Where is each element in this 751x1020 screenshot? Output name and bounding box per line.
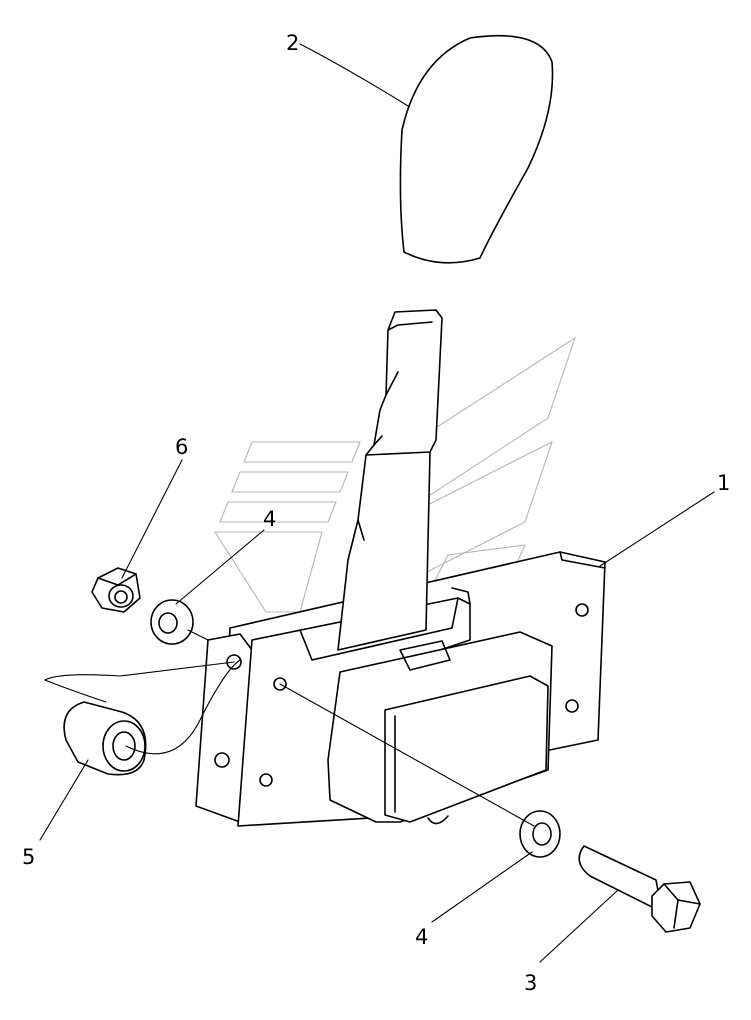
leader-2 xyxy=(299,43,409,107)
leader-6 xyxy=(121,459,183,579)
part-4-washer-upper xyxy=(150,599,194,645)
part-1-lever xyxy=(337,309,443,651)
part-3-bolt xyxy=(578,845,701,933)
callout-3: 3 xyxy=(524,971,537,995)
callout-1: 1 xyxy=(717,471,730,495)
part-1-switch-box xyxy=(327,631,553,825)
callout-5: 5 xyxy=(22,845,35,869)
callout-labels: 2 1 6 4 5 4 3 xyxy=(22,31,730,995)
part-2-knob xyxy=(399,34,554,264)
part-5-bushing xyxy=(63,701,147,776)
assembly-lines xyxy=(43,629,535,827)
leader-5 xyxy=(39,759,89,841)
leader-4-lower xyxy=(431,851,533,923)
callout-4-upper: 4 xyxy=(263,507,276,531)
callout-4-lower: 4 xyxy=(415,925,428,949)
callout-6: 6 xyxy=(175,435,188,459)
leader-lines xyxy=(39,43,715,963)
leader-4-upper xyxy=(175,529,265,605)
part-6-nut xyxy=(91,567,141,613)
leader-1 xyxy=(599,491,715,567)
part-4-washer-lower xyxy=(519,810,561,858)
callout-2: 2 xyxy=(286,31,299,55)
leader-3 xyxy=(539,889,619,963)
